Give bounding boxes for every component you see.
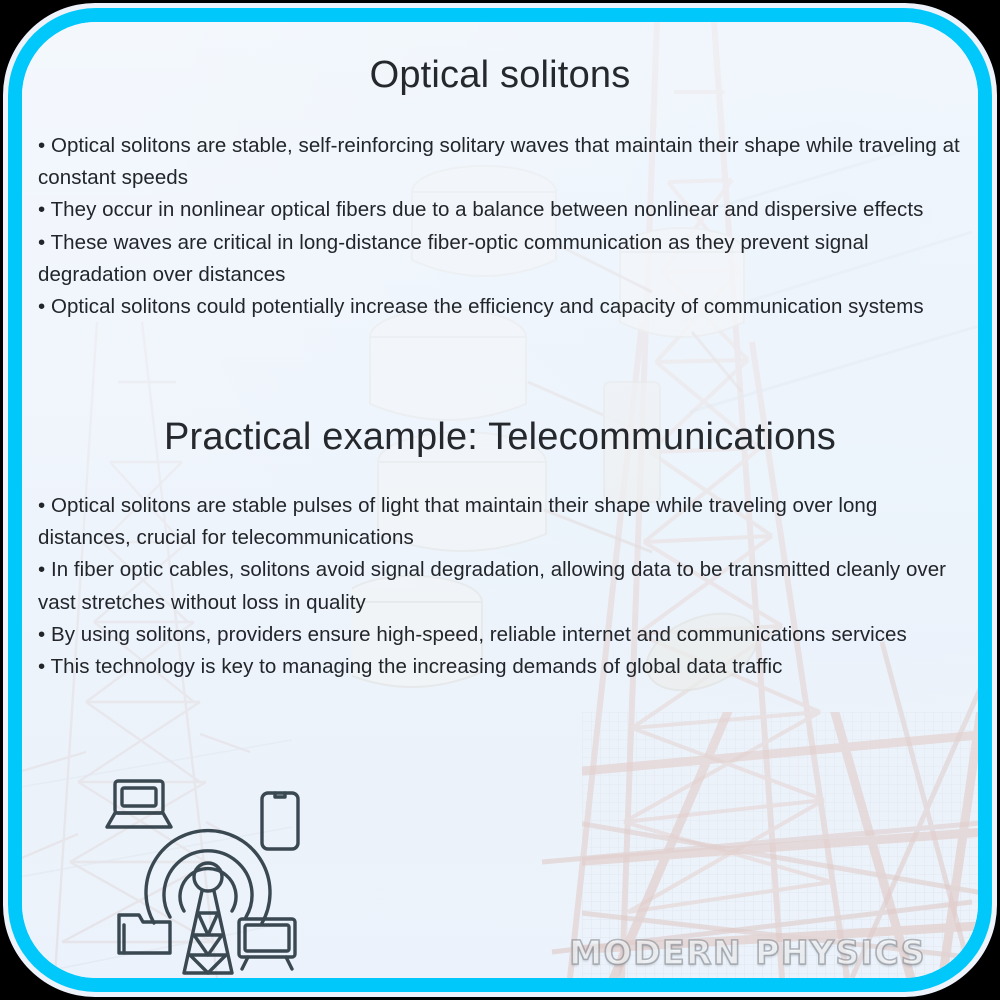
telecom-broadcast-tower-icon bbox=[105, 779, 300, 975]
photo-haze-overlay bbox=[22, 22, 978, 978]
bullet-item: • They occur in nonlinear optical fibers… bbox=[38, 198, 924, 222]
smartphone-icon bbox=[260, 791, 300, 851]
bullet-item: • Optical solitons could potentially inc… bbox=[38, 295, 924, 319]
bullet-item: • These waves are critical in long-dista… bbox=[38, 230, 869, 286]
bullet-list-secondary: • Optical solitons are stable pulses of … bbox=[38, 490, 968, 683]
antenna-hub-icon bbox=[192, 861, 224, 893]
folder-icon bbox=[117, 913, 172, 955]
watermark: MODERN PHYSICS bbox=[568, 932, 926, 973]
laptop-icon bbox=[105, 779, 173, 829]
background-photo-telecom-tower bbox=[22, 22, 978, 978]
tower-body-icon bbox=[182, 889, 234, 975]
bullet-item: • This technology is key to managing the… bbox=[38, 655, 783, 679]
bullet-list-primary: • Optical solitons are stable, self-rein… bbox=[38, 130, 968, 323]
page-title: Optical solitons bbox=[369, 54, 631, 96]
television-icon bbox=[237, 917, 297, 971]
bullet-item: • In fiber optic cables, solitons avoid … bbox=[38, 558, 947, 614]
bullet-item: • By using solitons, providers ensure hi… bbox=[38, 622, 907, 646]
bullet-item: • Optical solitons are stable pulses of … bbox=[38, 494, 878, 550]
slide-content: Optical solitons • Optical solitons are … bbox=[22, 22, 978, 978]
signal-waves-icon bbox=[144, 828, 272, 925]
bullet-item: • Optical solitons are stable, self-rein… bbox=[38, 134, 960, 190]
slide-canvas: Optical solitons • Optical solitons are … bbox=[22, 22, 978, 978]
section-title: Practical example: Telecommunications bbox=[164, 416, 836, 458]
